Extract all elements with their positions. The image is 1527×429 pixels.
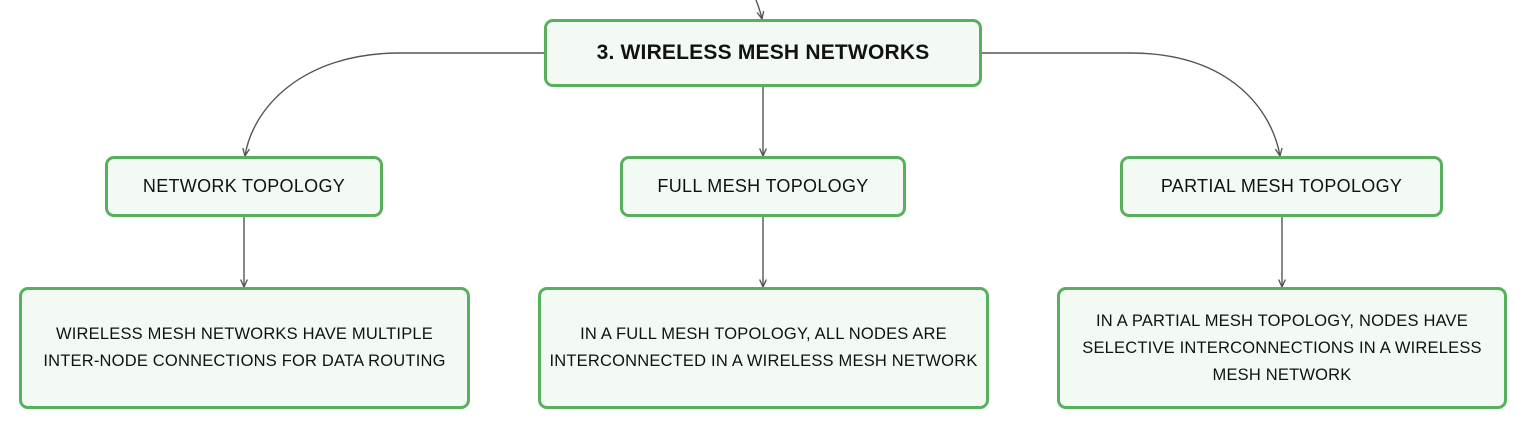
detail-node-text: IN A PARTIAL MESH TOPOLOGY, NODES HAVE S… xyxy=(1082,311,1482,384)
incoming-connector xyxy=(755,0,762,19)
connector-root-to-partial-mesh-topology xyxy=(982,52,1280,156)
root-node-label: 3. WIRELESS MESH NETWORKS xyxy=(596,41,930,64)
detail-node-partial-mesh-topology[interactable]: IN A PARTIAL MESH TOPOLOGY, NODES HAVE S… xyxy=(1057,287,1507,409)
connector-root-to-network-topology xyxy=(245,52,544,156)
topic-node-label: PARTIAL MESH TOPOLOGY xyxy=(1160,176,1403,196)
topic-node-full-mesh-topology[interactable]: FULL MESH TOPOLOGY xyxy=(620,156,906,217)
detail-node-text: WIRELESS MESH NETWORKS HAVE MULTIPLE INT… xyxy=(43,325,446,370)
detail-node-text: IN A FULL MESH TOPOLOGY, ALL NODES ARE I… xyxy=(549,325,978,370)
detail-node-network-topology[interactable]: WIRELESS MESH NETWORKS HAVE MULTIPLE INT… xyxy=(19,287,470,409)
topic-node-network-topology[interactable]: NETWORK TOPOLOGY xyxy=(105,156,383,217)
topic-node-label: FULL MESH TOPOLOGY xyxy=(657,176,869,196)
detail-node-full-mesh-topology[interactable]: IN A FULL MESH TOPOLOGY, ALL NODES ARE I… xyxy=(538,287,989,409)
root-node-wireless-mesh-networks[interactable]: 3. WIRELESS MESH NETWORKS xyxy=(544,19,982,87)
topic-node-label: NETWORK TOPOLOGY xyxy=(142,176,346,196)
topic-node-partial-mesh-topology[interactable]: PARTIAL MESH TOPOLOGY xyxy=(1120,156,1443,217)
